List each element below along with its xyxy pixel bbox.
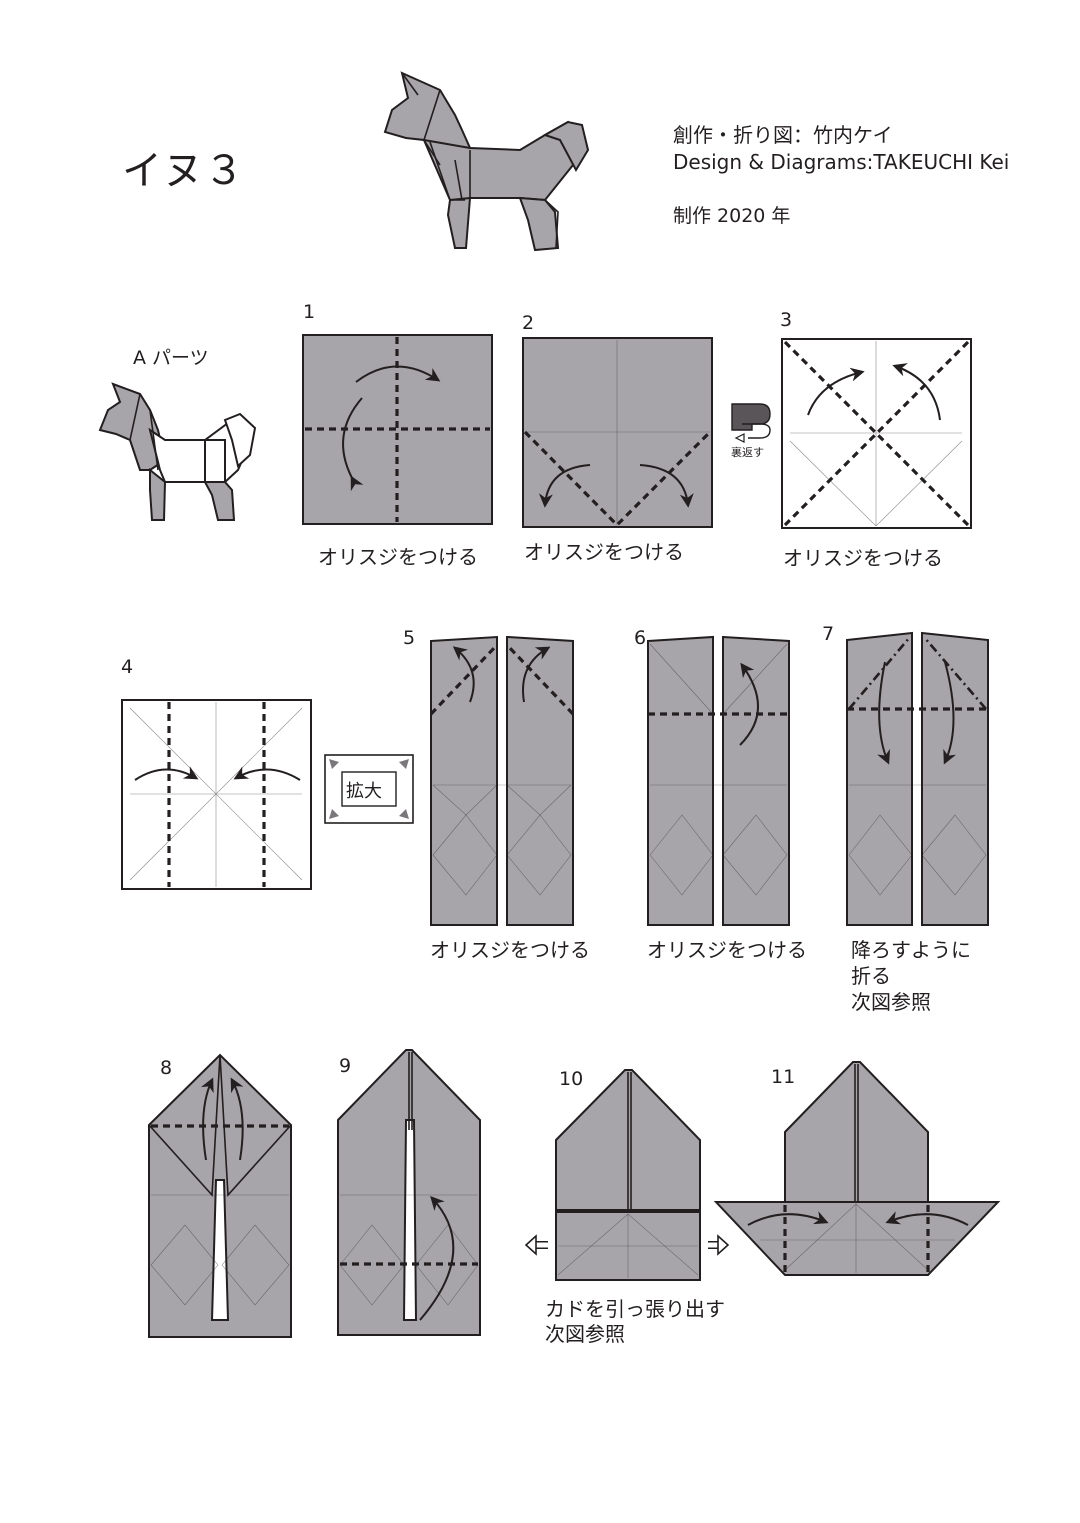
step-number-9: 9 bbox=[339, 1055, 352, 1077]
enlarge-label: 拡大 bbox=[346, 781, 382, 802]
step-11-diagram bbox=[713, 1061, 1001, 1276]
step-5-diagram bbox=[429, 635, 575, 926]
credit-english: Design & Diagrams:TAKEUCHI Kei bbox=[673, 150, 1010, 174]
step-7-caption-line-3: 次図参照 bbox=[851, 990, 931, 1014]
step-3-diagram bbox=[781, 338, 972, 529]
step-6-caption: オリスジをつける bbox=[647, 938, 807, 962]
step-number-1: 1 bbox=[303, 301, 316, 323]
part-label: A パーツ bbox=[133, 347, 209, 369]
step-9-diagram bbox=[337, 1049, 481, 1336]
step-10-caption-line-2: 次図参照 bbox=[545, 1322, 625, 1346]
step-10-diagram bbox=[524, 1069, 730, 1281]
step-3-caption: オリスジをつける bbox=[783, 546, 943, 570]
dog-part-a-illustration bbox=[98, 382, 257, 521]
step-2-caption: オリスジをつける bbox=[524, 540, 684, 564]
credit-japanese: 創作・折り図：竹内ケイ bbox=[673, 123, 893, 147]
dog-model-illustration bbox=[383, 71, 590, 252]
step-5-caption: オリスジをつける bbox=[430, 938, 590, 962]
step-10-caption-line-1: カドを引っ張り出す bbox=[545, 1297, 725, 1321]
turn-over-label: 裏返す bbox=[731, 445, 764, 459]
step-number-3: 3 bbox=[780, 309, 793, 331]
step-number-5: 5 bbox=[403, 627, 416, 649]
enlarge-icon bbox=[324, 754, 414, 824]
step-number-4: 4 bbox=[121, 656, 134, 678]
production-year: 制作 2020 年 bbox=[673, 205, 791, 227]
step-8-diagram bbox=[148, 1053, 292, 1338]
step-2-diagram bbox=[522, 337, 713, 528]
step-number-8: 8 bbox=[160, 1057, 173, 1079]
step-1-diagram bbox=[302, 334, 493, 525]
step-number-7: 7 bbox=[822, 623, 835, 645]
step-7-caption-line-1: 降ろすように bbox=[851, 938, 971, 962]
step-7-caption-line-2: 折る bbox=[851, 964, 891, 988]
turn-over-icon bbox=[731, 403, 771, 443]
step-7-diagram bbox=[846, 631, 989, 926]
step-1-caption: オリスジをつける bbox=[318, 545, 478, 569]
step-number-11: 11 bbox=[771, 1066, 796, 1088]
step-4-diagram bbox=[121, 699, 312, 890]
diagram-title: イヌ３ bbox=[122, 148, 245, 194]
step-6-diagram bbox=[647, 635, 790, 926]
step-number-10: 10 bbox=[559, 1068, 584, 1090]
step-number-6: 6 bbox=[634, 627, 647, 649]
step-number-2: 2 bbox=[522, 312, 535, 334]
